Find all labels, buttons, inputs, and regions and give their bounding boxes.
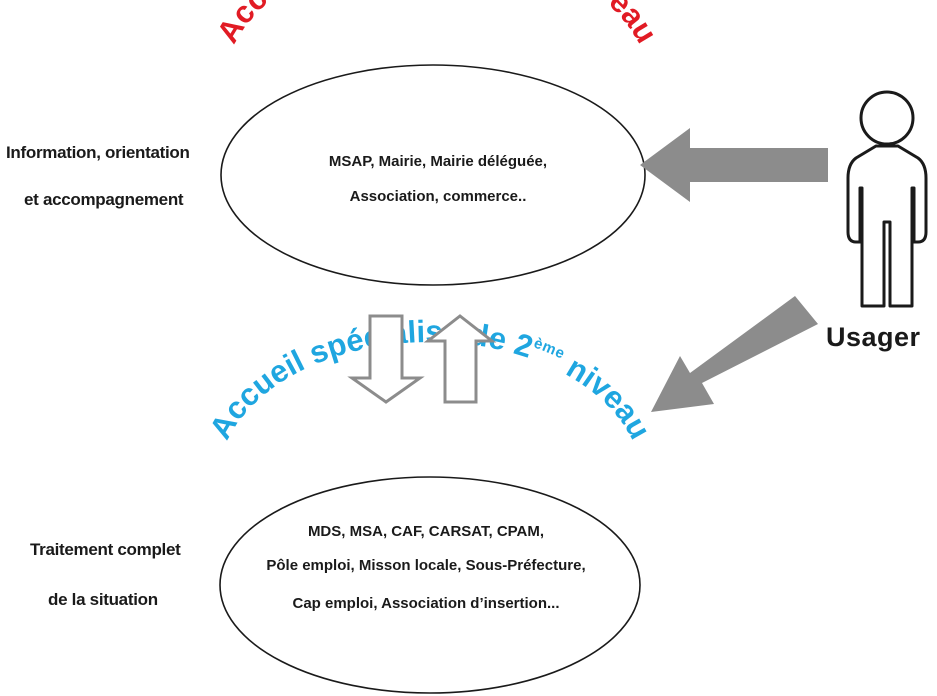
level2-title: Accueil spécialisé de 2ème niveau — [202, 314, 657, 445]
user-label: Usager — [826, 322, 921, 352]
level2-side-label-line1: Traitement complet — [30, 540, 181, 559]
level2-side-label-line2: de la situation — [48, 590, 158, 609]
level1-side-label-line2: et accompagnement — [24, 190, 184, 209]
level2-inner-line2: Pôle emploi, Misson locale, Sous-Préfect… — [266, 557, 586, 574]
level1-ellipse — [220, 64, 646, 286]
level1-side-label-line1: Information, orientation — [6, 143, 190, 162]
user-to-level2-arrow — [651, 296, 818, 412]
down-hollow-arrow — [347, 314, 425, 404]
person-icon — [846, 90, 928, 308]
level2-inner-line3: Cap emploi, Association d’insertion... — [292, 595, 560, 612]
user-to-level1-arrow — [640, 128, 828, 202]
level1-inner-line1: MSAP, Mairie, Mairie déléguée, — [328, 153, 548, 170]
level1-title: Accueil généraliste de 1er niveau — [210, 0, 664, 49]
up-hollow-arrow — [423, 314, 497, 404]
level2-ellipse — [219, 476, 641, 694]
level1-inner-line2: Association, commerce.. — [349, 188, 527, 205]
level2-inner-line1: MDS, MSA, CAF, CARSAT, CPAM, — [307, 523, 545, 540]
